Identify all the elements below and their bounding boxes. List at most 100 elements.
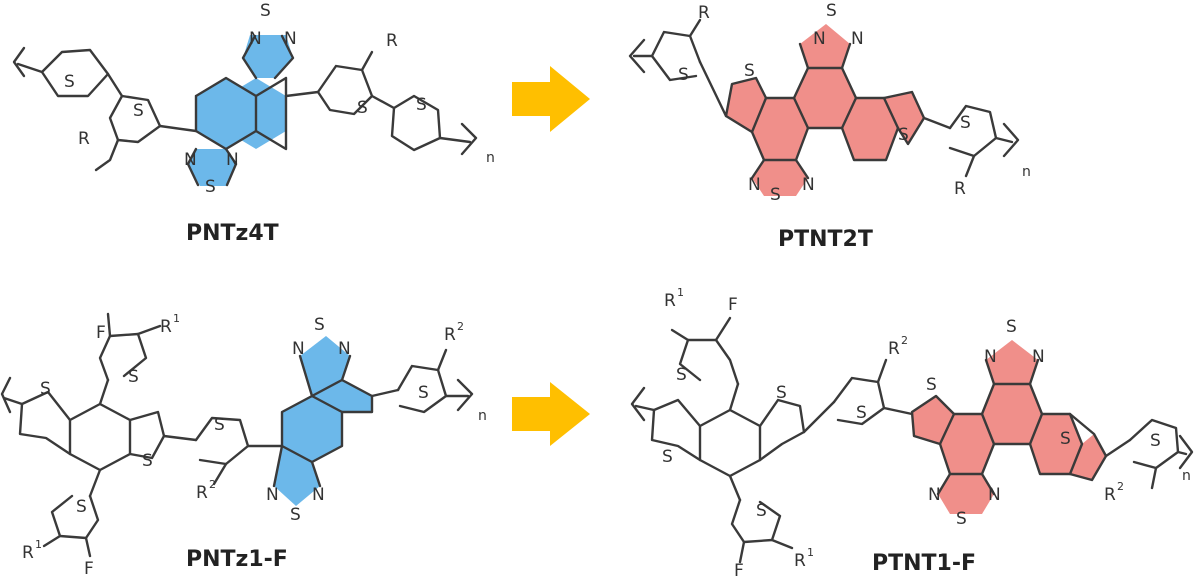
pntz4t-atom-n4: N: [226, 150, 239, 170]
ptnt1f-repeat-n: n: [1182, 468, 1191, 484]
label-ptnt1-f: PTNT1-F: [872, 551, 976, 576]
ptnt2t-atom-n2: N: [851, 29, 864, 49]
ptnt1f-atom-s7: S: [1060, 429, 1071, 449]
pntz1f-atom-s5: S: [214, 415, 225, 435]
molecule-pntz4t: N S N N S N S S R S R S n PNTz4T: [12, 1, 495, 246]
ptnt1f-atom-f2: F: [734, 561, 744, 576]
ptnt1f-atom-s1: S: [676, 365, 687, 385]
pntz1f-atom-r1-top: R: [160, 317, 172, 337]
ptnt1f-thiadiazole-bottom: [938, 474, 994, 514]
ptnt1f-atom-r2-right-sup: 2: [1117, 480, 1124, 493]
ptnt2t-thiadiazole-bottom: [752, 160, 808, 196]
pntz1f-atom-r1-bottom-sup: 1: [35, 538, 42, 551]
ptnt2t-atom-s4: S: [898, 125, 909, 145]
pntz4t-atom-s6: S: [416, 95, 427, 115]
ptnt1f-thiophene-left: [912, 396, 954, 444]
pntz4t-repeat-n: n: [486, 150, 495, 166]
label-pntz1-f: PNTz1-F: [186, 547, 288, 572]
ptnt2t-thiophene-left: [726, 78, 766, 132]
pntz1f-core-ring-left: [282, 396, 342, 462]
arrow-top: [512, 66, 590, 132]
ptnt2t-atom-s5: S: [678, 65, 689, 85]
ptnt1f-atom-n4: N: [988, 485, 1001, 505]
ptnt1f-atom-s9: S: [956, 509, 967, 529]
ptnt1f-atom-s4: S: [756, 501, 767, 521]
ptnt2t-core-central: [794, 68, 856, 128]
pntz1f-atom-s6: S: [314, 315, 325, 335]
ptnt2t-atom-s3: S: [744, 61, 755, 81]
ptnt1f-core-left-benzo: [940, 414, 994, 474]
ptnt2t-core-left-benzo: [752, 98, 808, 160]
pntz4t-atom-n3: N: [184, 150, 197, 170]
pntz1f-atom-n3: N: [266, 485, 279, 505]
ptnt1f-thiophene-right: [1070, 434, 1106, 480]
pntz4t-atom-s5: S: [357, 98, 368, 118]
pntz1f-atom-f2: F: [84, 559, 94, 576]
ptnt1f-atom-r2-mid-sup: 2: [901, 334, 908, 347]
ptnt2t-atom-n4: N: [802, 175, 815, 195]
pntz1f-atom-r1-top-sup: 1: [173, 312, 180, 325]
pntz4t-thiadiazole-top: [243, 35, 293, 78]
ptnt1f-thiadiazole-top: [986, 340, 1038, 384]
ptnt1f-atom-r2-mid: R: [888, 339, 900, 359]
ptnt2t-repeat-n: n: [1022, 164, 1031, 180]
pntz1f-atom-s4: S: [76, 497, 87, 517]
ptnt2t-atom-s2: S: [770, 185, 781, 205]
ptnt1f-atom-s2: S: [776, 383, 787, 403]
pntz1f-atom-s2: S: [40, 379, 51, 399]
ptnt1f-atom-r2-right: R: [1104, 485, 1116, 505]
ptnt1f-atom-r1-top-sup: 1: [677, 286, 684, 299]
ptnt2t-atom-s1: S: [826, 1, 837, 21]
ptnt2t-atom-s6: S: [960, 113, 971, 133]
ptnt1f-core-right-benzo: [1030, 414, 1082, 474]
ptnt1f-atom-n3: N: [928, 485, 941, 505]
label-ptnt2t: PTNT2T: [778, 227, 873, 252]
ptnt2t-atom-r1: R: [698, 3, 710, 23]
pntz4t-atom-r2: R: [386, 31, 398, 51]
pntz1f-atom-s1: S: [128, 367, 139, 387]
pntz4t-atom-n2: N: [284, 29, 297, 49]
ptnt1f-atom-r1-top: R: [664, 291, 676, 311]
ptnt1f-atom-s5: S: [856, 403, 867, 423]
ptnt1f-atom-s10: S: [1150, 431, 1161, 451]
ptnt1f-atom-s8: S: [1006, 317, 1017, 337]
ptnt2t-thiophene-right: [884, 92, 924, 144]
ptnt1f-atom-s3: S: [662, 447, 673, 467]
label-pntz4t: PNTz4T: [186, 221, 279, 246]
pntz1f-atom-n4: N: [312, 485, 325, 505]
ptnt2t-core-right-benzo: [842, 98, 898, 160]
pntz1f-atom-f1: F: [96, 323, 106, 343]
pntz4t-atom-n1: N: [249, 29, 262, 49]
pntz1f-atom-s8: S: [418, 383, 429, 403]
ptnt1f-atom-f1: F: [728, 295, 738, 315]
pntz4t-atom-s3: S: [133, 101, 144, 121]
pntz1f-atom-r2-mid-sup: 2: [209, 478, 216, 491]
pntz1f-atom-s3: S: [142, 451, 153, 471]
ptnt1f-atom-n1: N: [984, 347, 997, 367]
ptnt2t-thiadiazole-top: [800, 24, 850, 68]
pntz1f-atom-r2-mid: R: [196, 483, 208, 503]
pntz1f-atom-n2: N: [338, 339, 351, 359]
ptnt2t-atom-n3: N: [748, 175, 761, 195]
ptnt1f-atom-n2: N: [1032, 347, 1045, 367]
ptnt2t-atom-n1: N: [813, 29, 826, 49]
pntz4t-atom-r1: R: [78, 129, 90, 149]
pntz1f-repeat-n: n: [478, 408, 487, 424]
pntz1f-atom-r2-right: R: [444, 325, 456, 345]
molecule-pntz1-f: F R 1 S S S S R 1 F S R 2 N S N N S N S …: [0, 312, 487, 576]
molecule-ptnt2t: N S N N S N S S S R S R n PTNT2T: [628, 1, 1031, 252]
pntz1f-atom-n1: N: [292, 339, 305, 359]
pntz1f-atom-s7: S: [290, 505, 301, 525]
ptnt1f-core-central: [982, 384, 1042, 444]
ptnt1f-atom-r1-bottom-sup: 1: [807, 546, 814, 559]
ptnt1f-atom-r1-bottom: R: [794, 551, 806, 571]
ptnt2t-atom-r2: R: [954, 179, 966, 199]
pntz4t-atom-s2: S: [205, 177, 216, 197]
pntz4t-atom-s4: S: [64, 72, 75, 92]
pntz1f-thiadiazole-top: [300, 336, 350, 396]
pntz4t-thiadiazole-bottom: [188, 149, 236, 186]
molecule-ptnt1-f: R 1 F S S S S F R 1 S R 2 S S N S N N S …: [630, 286, 1194, 576]
arrow-bottom: [512, 382, 590, 446]
